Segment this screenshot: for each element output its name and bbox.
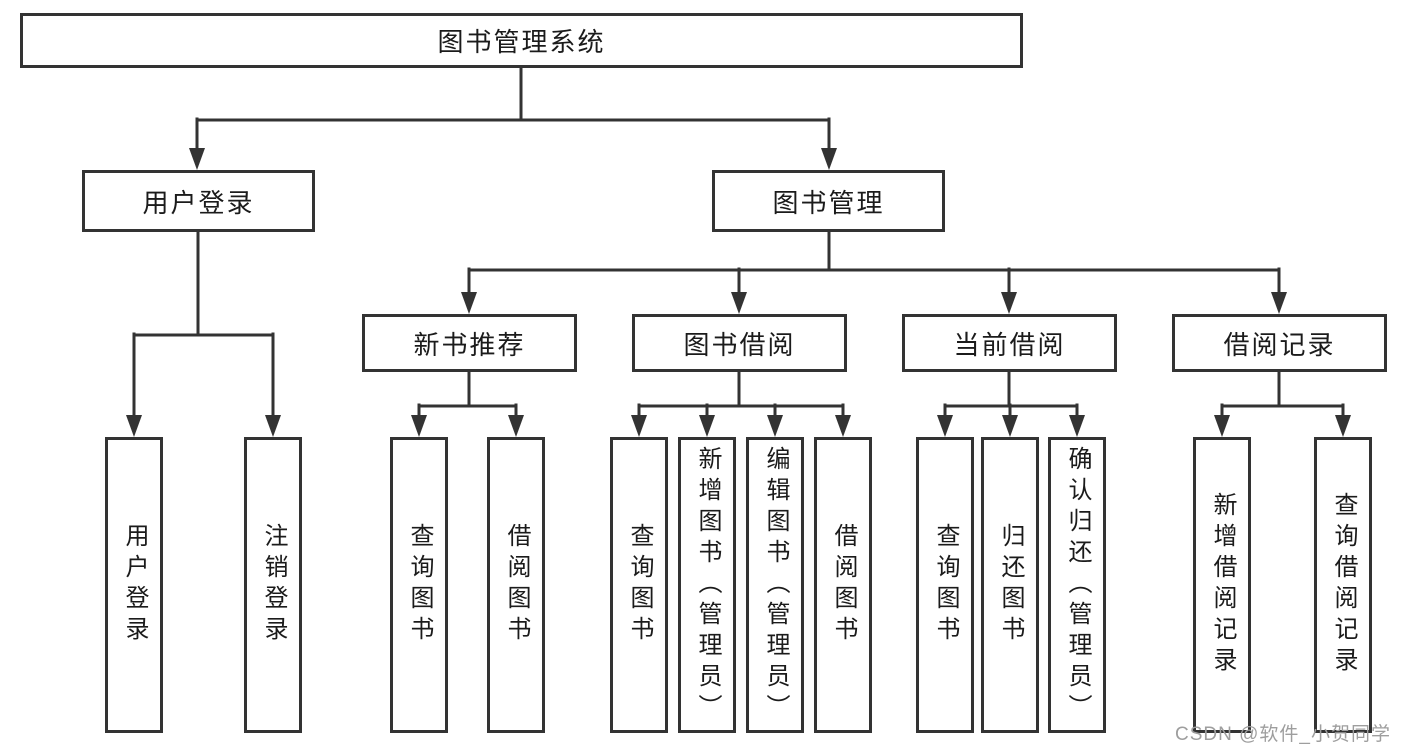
leaf-add-borrow-record: 新增借阅记录 (1193, 437, 1251, 733)
node-user-login: 用户登录 (82, 170, 315, 232)
leaf-query-books-recommend-label: 查询图书 (406, 523, 433, 647)
leaf-query-borrow-record-label: 查询借阅记录 (1330, 492, 1357, 678)
leaf-logout-login-label: 注销登录 (260, 523, 287, 647)
leaf-borrow-books-borrowing: 借阅图书 (814, 437, 872, 733)
node-current-borrowing-label: 当前借阅 (953, 329, 1066, 360)
leaf-borrow-books-borrowing-label: 借阅图书 (830, 523, 857, 647)
node-book-management-label: 图书管理 (772, 187, 885, 218)
node-library-management-system-label: 图书管理系统 (437, 27, 606, 57)
node-book-management: 图书管理 (712, 170, 945, 232)
leaf-query-books-recommend: 查询图书 (390, 437, 448, 733)
leaf-query-borrow-record: 查询借阅记录 (1314, 437, 1372, 733)
leaf-query-books-current: 查询图书 (916, 437, 974, 733)
node-library-management-system: 图书管理系统 (20, 13, 1023, 68)
leaf-confirm-return-admin-label: 确认归还（管理员） (1064, 445, 1091, 725)
leaf-add-book-admin: 新增图书（管理员） (678, 437, 736, 733)
leaf-confirm-return-admin: 确认归还（管理员） (1048, 437, 1106, 733)
node-user-login-label: 用户登录 (142, 187, 255, 218)
leaf-return-book-label: 归还图书 (997, 523, 1024, 647)
leaf-add-book-admin-label: 新增图书（管理员） (694, 445, 721, 725)
node-book-borrowing: 图书借阅 (632, 314, 847, 372)
leaf-add-borrow-record-label: 新增借阅记录 (1209, 492, 1236, 678)
node-borrow-records-label: 借阅记录 (1223, 329, 1336, 360)
leaf-user-login-label: 用户登录 (121, 523, 148, 647)
node-book-borrowing-label: 图书借阅 (683, 329, 796, 360)
leaf-query-books-borrowing-label: 查询图书 (626, 523, 653, 647)
node-borrow-records: 借阅记录 (1172, 314, 1387, 372)
leaf-query-books-current-label: 查询图书 (932, 523, 959, 647)
csdn-watermark: CSDN @软件_小贺同学 (1175, 724, 1391, 745)
node-new-book-recommend-label: 新书推荐 (413, 329, 526, 360)
leaf-return-book: 归还图书 (981, 437, 1039, 733)
leaf-borrow-books-recommend: 借阅图书 (487, 437, 545, 733)
leaf-borrow-books-recommend-label: 借阅图书 (503, 523, 530, 647)
node-current-borrowing: 当前借阅 (902, 314, 1117, 372)
leaf-logout-login: 注销登录 (244, 437, 302, 733)
node-new-book-recommend: 新书推荐 (362, 314, 577, 372)
leaf-user-login: 用户登录 (105, 437, 163, 733)
leaf-query-books-borrowing: 查询图书 (610, 437, 668, 733)
leaf-edit-book-admin-label: 编辑图书（管理员） (762, 445, 789, 725)
leaf-edit-book-admin: 编辑图书（管理员） (746, 437, 804, 733)
